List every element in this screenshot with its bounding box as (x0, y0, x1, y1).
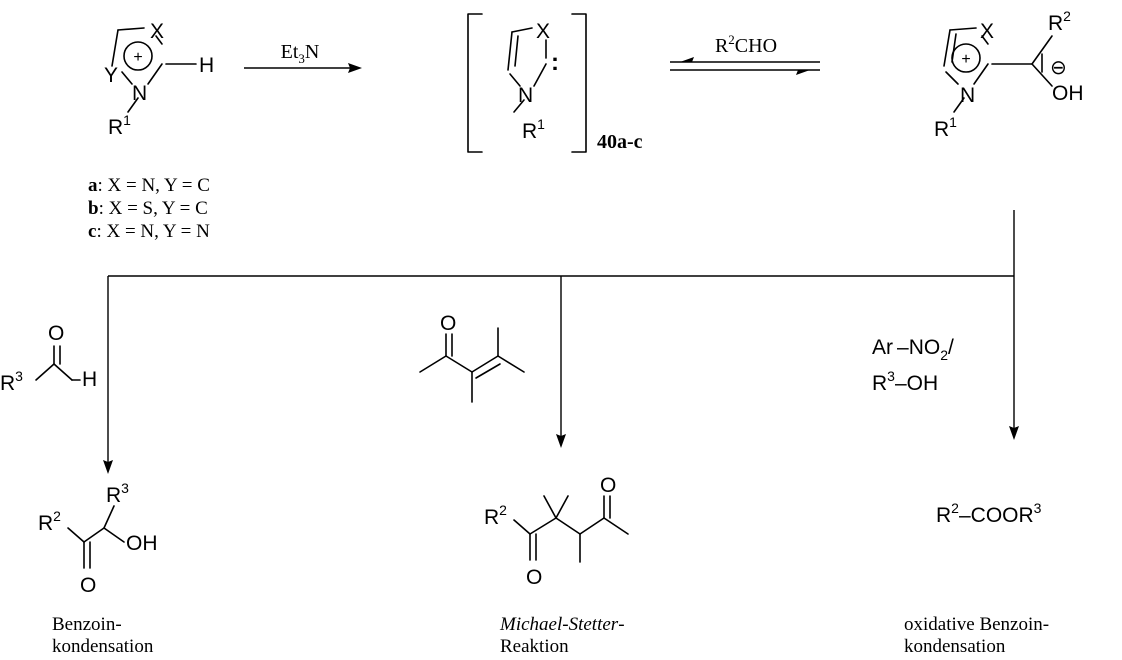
reagent-aldehyde: O H R3 (0, 322, 97, 395)
aldehyde-hydrogen: H (82, 368, 97, 391)
charge-circle (123, 41, 153, 71)
ketone-oxygen-2: O (600, 474, 616, 497)
compound-label: 40a-c (597, 131, 643, 153)
caption-stetter-2: Reaktion (500, 636, 569, 657)
r2-label: R2 (484, 502, 507, 529)
left-bracket (467, 13, 483, 153)
atom-n: N (132, 82, 147, 105)
breslow-intermediate: + X N OH ⊖ R2 R1 (934, 8, 1084, 141)
atom-y: Y (104, 64, 118, 87)
atom-h: H (199, 54, 214, 77)
plus-charge: + (133, 49, 142, 66)
atom-n: N (518, 84, 533, 107)
variant-b: b: X = S, Y = C (88, 198, 208, 219)
variant-c: c: X = N, Y = N (88, 221, 210, 242)
base-arrow: Et3N (244, 41, 362, 73)
right-bracket (571, 13, 587, 153)
hydroxy: OH (1052, 82, 1084, 105)
variant-list: a: X = N, Y = C b: X = S, Y = C c: X = N… (88, 175, 210, 242)
r1-label: R1 (934, 114, 957, 141)
product-stetter: R2 O O Michael-Stetter- Reaktion (484, 474, 629, 657)
variant-a: a: X = N, Y = C (88, 175, 210, 196)
r3-label: R3 (0, 368, 23, 395)
ketone-oxygen: O (80, 574, 96, 597)
plus-charge: + (961, 51, 970, 68)
caption-benzoin-2: kondensation (52, 636, 154, 657)
r2-label: R2 (1048, 8, 1071, 35)
enone-oxygen: O (440, 312, 456, 335)
product-benzoin: R2 R3 OH O Benzoin- kondensation (38, 480, 158, 657)
ester-formula: R2–COOR3 (936, 500, 1042, 527)
reagent-enone: O (419, 312, 525, 403)
reagent-oxidant: Ar–NO2/ R3–OH (872, 336, 954, 395)
atom-x: X (980, 20, 994, 43)
r1-label: R1 (108, 112, 131, 139)
caption-oxidative-1: oxidative Benzoin- (904, 614, 1049, 635)
base-reagent: Et3N (281, 41, 320, 66)
alcohol-line: R3–OH (872, 368, 938, 395)
caption-stetter-1: Michael-Stetter- (499, 614, 625, 635)
atom-x: X (536, 20, 550, 43)
branch-lines (103, 210, 1019, 474)
atom-n: N (960, 84, 975, 107)
oxidant-line: Ar–NO2/ (872, 336, 954, 363)
aldehyde-reagent: R2CHO (715, 32, 777, 57)
anion-charge: ⊖ (1050, 57, 1067, 79)
product-ester: R2–COOR3 oxidative Benzoin- kondensation (904, 500, 1049, 657)
atom-x: X (150, 20, 164, 43)
azolium-salt: + X Y N H R1 (104, 20, 214, 139)
charge-circle (951, 43, 981, 73)
hydroxy: OH (126, 532, 158, 555)
carbene-lone-pair: : (551, 49, 559, 76)
equilibrium-arrow: R2CHO (670, 32, 820, 75)
r1-label: R1 (522, 116, 545, 143)
r2-label: R2 (38, 508, 61, 535)
aldehyde-oxygen: O (48, 322, 64, 345)
caption-oxidative-2: kondensation (904, 636, 1006, 657)
caption-benzoin-1: Benzoin- (52, 614, 122, 635)
ketone-oxygen-1: O (526, 566, 542, 589)
free-carbene: X N : R1 40a-c (467, 13, 643, 153)
r3-label: R3 (106, 480, 129, 507)
